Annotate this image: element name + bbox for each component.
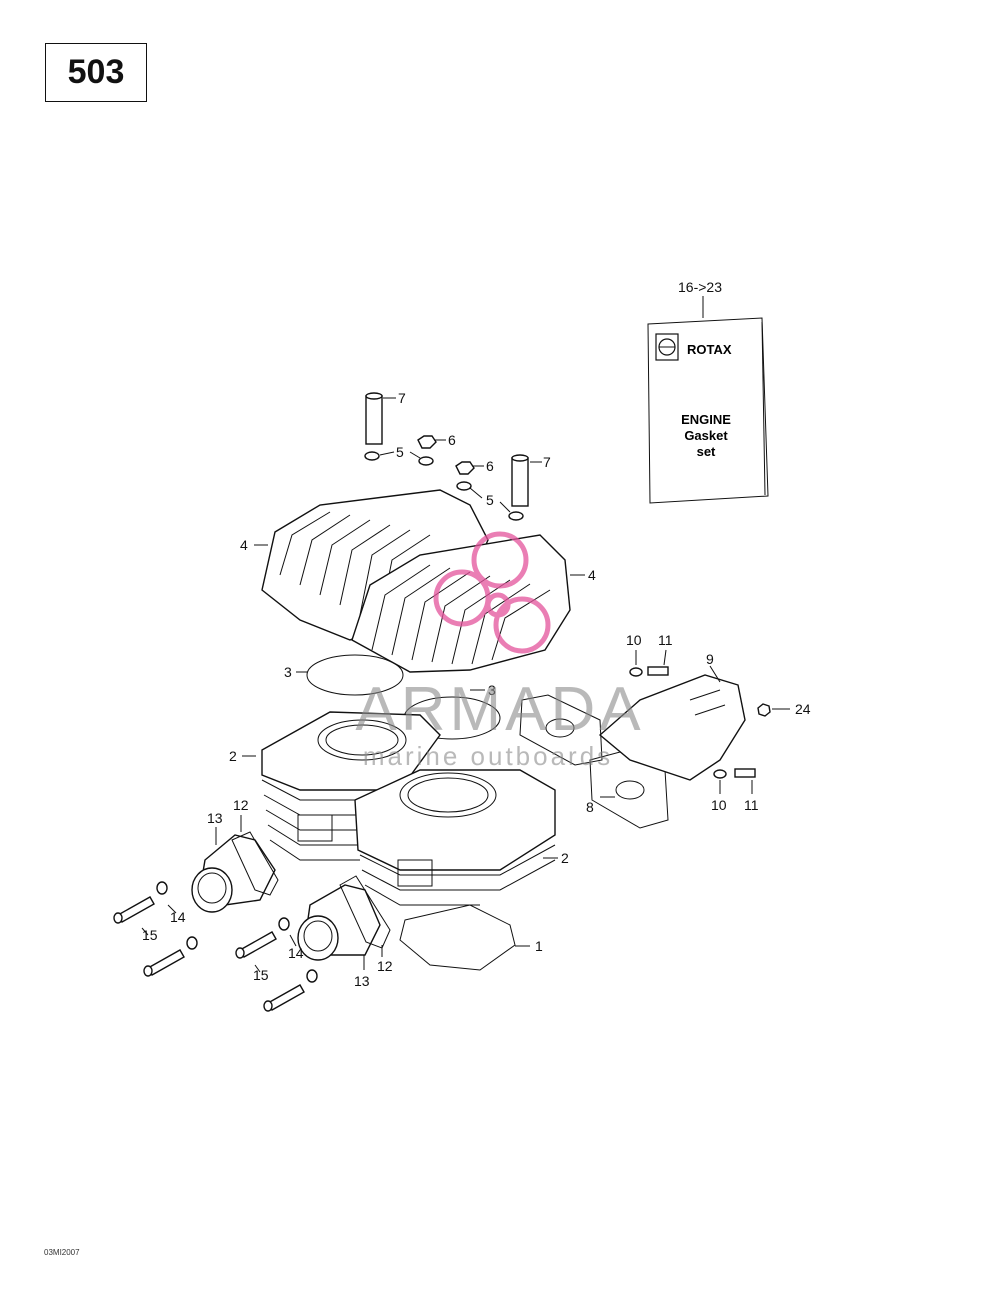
intake-manifold-13-right [297, 884, 381, 961]
kit-title-line-1: ENGINE [681, 412, 731, 427]
watermark-tagline: marine outboards [363, 741, 613, 771]
callout-13-right: 13 [354, 973, 370, 989]
kit-title-line-2: Gasket [684, 428, 728, 443]
base-gasket-1 [399, 904, 516, 971]
screw-15-b [143, 949, 185, 977]
washer-5-c [456, 481, 472, 491]
callout-8: 8 [586, 799, 594, 815]
screw-15-d [263, 984, 305, 1012]
callout-6-left: 6 [448, 432, 456, 448]
exhaust-gasket-8-upper [519, 694, 603, 766]
washer-14-b [186, 936, 198, 950]
callout-10-lower: 10 [711, 797, 727, 813]
leader-lines [141, 397, 790, 973]
callout-5-right: 5 [486, 492, 494, 508]
callout-11-lower: 11 [744, 797, 759, 813]
intake-manifold-13-left [191, 834, 276, 913]
callout-14-right: 14 [288, 945, 304, 961]
callout-11-upper: 11 [658, 632, 673, 648]
head-gasket-3-left [306, 654, 404, 696]
page-number-box: 503 [45, 43, 147, 102]
callout-9: 9 [706, 651, 714, 667]
washer-14-a [156, 881, 168, 895]
screw-11-upper [647, 666, 669, 676]
callout-10-upper: 10 [626, 632, 642, 648]
washer-14-d [306, 969, 318, 983]
gasket-kit-card: 16->23 ROTAX ENGINE Gasket set [647, 279, 769, 504]
callout-numbers: 7 7 6 6 5 5 4 4 3 3 2 2 1 8 9 10 11 10 1… [142, 390, 811, 989]
washer-14-c [278, 917, 290, 931]
screw-11-lower [734, 768, 756, 778]
washer-10-upper [629, 667, 643, 677]
kit-title-line-3: set [697, 444, 716, 459]
stud-7-left [365, 392, 383, 445]
callout-12-left: 12 [233, 797, 249, 813]
screw-15-a [113, 896, 155, 924]
intake-gasket-12-left [231, 831, 279, 896]
callout-6-right: 6 [486, 458, 494, 474]
callout-4-right: 4 [588, 567, 596, 583]
callout-4-left: 4 [240, 537, 248, 553]
callout-24: 24 [795, 701, 811, 717]
callout-7-left: 7 [398, 390, 406, 406]
callout-3-left: 3 [284, 664, 292, 680]
nut-24 [757, 703, 771, 717]
callout-12-right: 12 [377, 958, 393, 974]
callout-2-right: 2 [561, 850, 569, 866]
callout-5-left: 5 [396, 444, 404, 460]
watermark-logo-icon [433, 531, 551, 654]
intake-gasket-12-right [339, 875, 391, 949]
callout-3-right: 3 [488, 682, 496, 698]
cylinder-head-4-right [351, 534, 571, 673]
nut-6-right [455, 461, 475, 475]
cylinder-2-left [261, 711, 441, 861]
rotax-logo-icon [655, 333, 679, 361]
kit-range-label: 16->23 [678, 279, 722, 295]
watermark: ARMADA marine outboards [355, 531, 644, 771]
watermark-brand: ARMADA [355, 675, 644, 744]
figure-code: 03MI2007 [44, 1248, 80, 1257]
washer-5-d [508, 511, 524, 521]
cylinder-2-right [354, 769, 556, 906]
callout-15-left: 15 [142, 927, 158, 943]
callout-7-right: 7 [543, 454, 551, 470]
callout-15-right: 15 [253, 967, 269, 983]
nut-6-left [417, 435, 437, 449]
callout-1: 1 [535, 938, 543, 954]
washer-5-a [364, 451, 380, 461]
exhaust-manifold-9 [598, 674, 746, 781]
callout-13-left: 13 [207, 810, 223, 826]
callout-2-left: 2 [229, 748, 237, 764]
washer-10-lower [713, 769, 727, 779]
kit-brand: ROTAX [687, 342, 732, 357]
washer-5-b [418, 456, 434, 466]
callout-14-left: 14 [170, 909, 186, 925]
stud-7-right [511, 454, 529, 507]
screw-15-c [235, 931, 277, 959]
